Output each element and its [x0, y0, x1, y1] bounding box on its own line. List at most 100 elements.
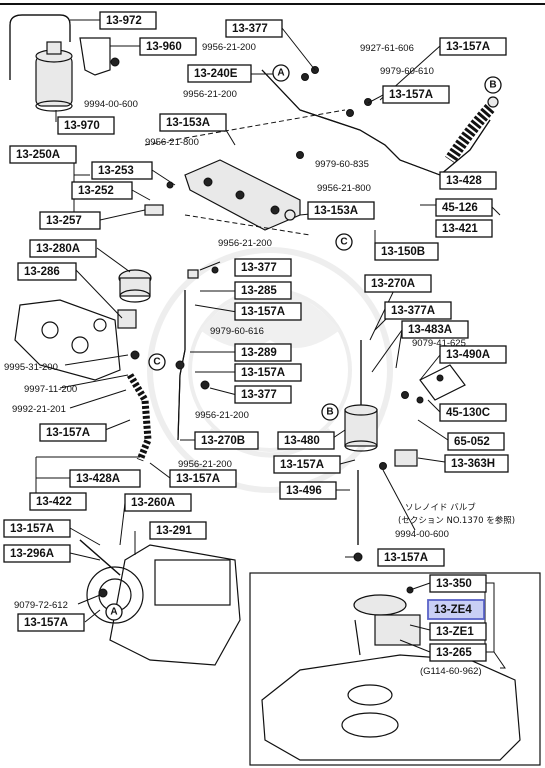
svg-text:13-157A: 13-157A — [241, 306, 285, 318]
svg-text:13-265: 13-265 — [436, 647, 472, 659]
svg-text:65-052: 65-052 — [454, 436, 490, 448]
label-13-ZE4[interactable]: 13-ZE4 — [427, 599, 485, 620]
part-9995-31-200: 9995-31-200 — [4, 362, 58, 373]
fuel-filter-right — [344, 340, 378, 562]
svg-text:13-257: 13-257 — [46, 215, 82, 227]
svg-text:C: C — [340, 237, 347, 248]
label-13-490A: 13-490A — [439, 345, 507, 364]
label-13-153A-a: 13-153A — [159, 113, 227, 132]
svg-text:13-960: 13-960 — [146, 41, 182, 53]
corrugated-hose — [445, 96, 499, 164]
injector — [144, 181, 174, 216]
svg-text:13-157A: 13-157A — [241, 367, 285, 379]
label-13-153A-b: 13-153A — [307, 201, 375, 220]
svg-text:13-428A: 13-428A — [76, 473, 120, 485]
svg-text:13-490A: 13-490A — [446, 349, 490, 361]
bracket-13-350-13-265 — [486, 582, 495, 653]
label-13-ZE1: 13-ZE1 — [429, 622, 487, 641]
svg-text:13-428: 13-428 — [446, 175, 482, 187]
label-13-252: 13-252 — [71, 181, 133, 200]
label-13-265: 13-265 — [429, 643, 487, 662]
label-13-280A: 13-280A — [29, 239, 97, 258]
svg-text:13-253: 13-253 — [98, 165, 134, 177]
label-13-377-b: 13-377 — [234, 258, 292, 277]
part-9997-11-200: 9997-11-200 — [24, 384, 77, 395]
svg-text:13-289: 13-289 — [241, 347, 277, 359]
fuel-tank-inset — [249, 572, 541, 766]
label-13-350: 13-350 — [429, 574, 487, 593]
part-9979-60-616: 9979-60-616 — [210, 326, 264, 337]
label-13-422: 13-422 — [29, 492, 87, 511]
svg-text:B: B — [326, 407, 333, 418]
svg-text:13-350: 13-350 — [436, 578, 472, 590]
svg-text:13-377: 13-377 — [241, 389, 277, 401]
part-9979-60-835: 9979-60-835 — [315, 159, 369, 170]
label-65-052: 65-052 — [447, 432, 505, 451]
svg-text:13-285: 13-285 — [241, 285, 277, 297]
label-13-270A: 13-270A — [364, 274, 432, 293]
svg-text:13-296A: 13-296A — [10, 548, 54, 560]
label-13-377-top: 13-377 — [225, 19, 283, 38]
fuel-pipe-top — [261, 66, 491, 176]
part-9956-21-800-a: 9956-21-800 — [145, 137, 199, 148]
svg-text:A: A — [277, 68, 284, 79]
label-13-291: 13-291 — [149, 521, 207, 540]
vacuum-hoses — [126, 266, 219, 462]
label-13-157A-h: 13-157A — [377, 548, 445, 567]
solenoid-bracket — [379, 364, 466, 470]
label-13-260A: 13-260A — [124, 493, 192, 512]
part-9956-21-200-c: 9956-21-200 — [218, 238, 272, 249]
svg-text:A: A — [110, 607, 117, 618]
svg-text:13-280A: 13-280A — [36, 243, 80, 255]
label-13-972: 13-972 — [99, 11, 157, 30]
callout-b-top: B — [484, 76, 502, 94]
svg-text:13-240E: 13-240E — [194, 68, 238, 80]
fuel-filter-assembly — [9, 14, 120, 112]
label-13-289: 13-289 — [234, 343, 292, 362]
part-9079-72-612: 9079-72-612 — [14, 600, 68, 611]
label-13-377-c: 13-377 — [234, 385, 292, 404]
svg-text:13-150B: 13-150B — [381, 246, 425, 258]
label-45-126: 45-126 — [435, 198, 493, 217]
callout-b-mid: B — [321, 403, 339, 421]
svg-text:13-363H: 13-363H — [451, 458, 495, 470]
label-45-130C: 45-130C — [439, 403, 507, 422]
label-13-286: 13-286 — [17, 262, 77, 281]
part-9992-21-201: 9992-21-201 — [12, 404, 66, 415]
part-9927-61-606: 9927-61-606 — [360, 43, 414, 54]
part-9956-21-200-b: 9956-21-200 — [183, 89, 237, 100]
label-13-428: 13-428 — [439, 171, 497, 190]
svg-text:13-480: 13-480 — [284, 435, 320, 447]
svg-text:13-377A: 13-377A — [391, 305, 435, 317]
svg-text:13-260A: 13-260A — [131, 497, 175, 509]
svg-text:13-157A: 13-157A — [10, 523, 54, 535]
svg-text:13-270A: 13-270A — [371, 278, 415, 290]
svg-text:45-126: 45-126 — [442, 202, 478, 214]
pressure-regulator — [118, 269, 152, 303]
label-13-970: 13-970 — [57, 116, 115, 135]
svg-text:13-250A: 13-250A — [16, 149, 60, 161]
svg-text:13-157A: 13-157A — [384, 552, 428, 564]
svg-text:13-972: 13-972 — [106, 15, 142, 27]
svg-text:45-130C: 45-130C — [446, 407, 490, 419]
callout-a-bottom: A — [105, 603, 123, 621]
label-13-285: 13-285 — [234, 281, 292, 300]
part-9956-21-200-e: 9956-21-200 — [178, 459, 232, 470]
callout-c-mid: C — [148, 353, 166, 371]
label-13-960: 13-960 — [139, 37, 197, 56]
label-13-257: 13-257 — [39, 211, 101, 230]
section-reference-note: (セクション NO.1370 を参照) — [398, 515, 515, 526]
svg-text:13-157A: 13-157A — [446, 41, 490, 53]
svg-text:13-157A: 13-157A — [176, 473, 220, 485]
leader-lines — [35, 19, 501, 653]
label-13-483A: 13-483A — [401, 320, 469, 339]
label-13-480: 13-480 — [277, 431, 335, 450]
label-13-428A: 13-428A — [69, 469, 141, 488]
part-9956-21-200-d: 9956-21-200 — [195, 410, 249, 421]
svg-text:13-157A: 13-157A — [280, 459, 324, 471]
label-13-157A-g: 13-157A — [273, 455, 341, 474]
label-13-421: 13-421 — [435, 219, 493, 238]
label-13-253: 13-253 — [91, 161, 153, 180]
label-13-157A-mid: 13-157A — [382, 85, 450, 104]
